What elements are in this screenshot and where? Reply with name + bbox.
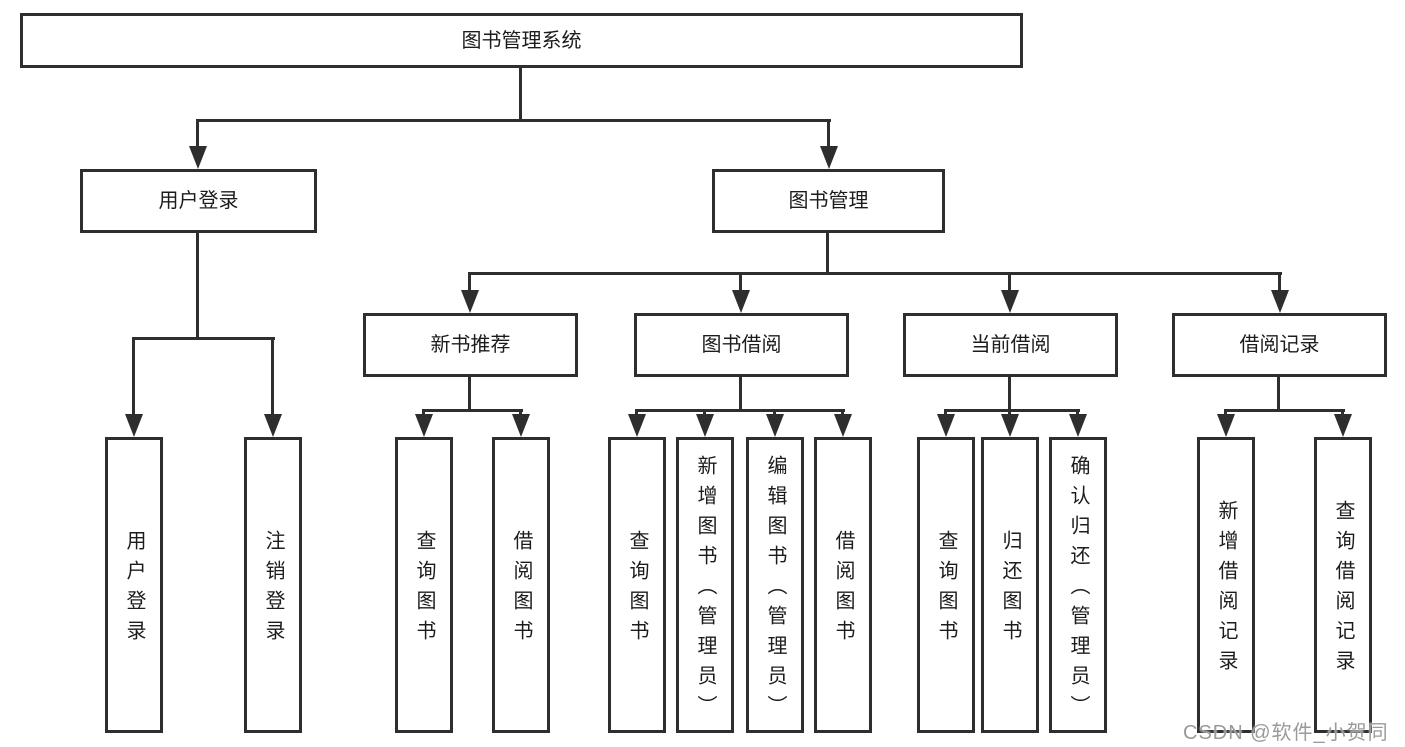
node-library-management-system: 图书管理系统 (20, 13, 1023, 68)
node-borrow-borrow-book: 借阅图书 (814, 437, 872, 733)
node-book-management: 图书管理 (712, 169, 945, 233)
connector-arrow (773, 409, 776, 414)
connector-line (1008, 377, 1011, 409)
node-user-login: 用户登录 (80, 169, 317, 233)
connector-line (945, 409, 1080, 412)
connector-arrow (739, 272, 742, 290)
node-new-book-recommend: 新书推荐 (363, 313, 578, 377)
connector-arrow (1341, 409, 1344, 414)
connector-line (636, 409, 845, 412)
node-borrow-record: 借阅记录 (1172, 313, 1387, 377)
node-current-borrow: 当前借阅 (903, 313, 1118, 377)
connector-arrow (1278, 272, 1281, 290)
connector-arrow (271, 337, 274, 414)
node-book-borrow: 图书借阅 (634, 313, 849, 377)
connector-arrow (1224, 409, 1227, 414)
connector-arrow (1008, 409, 1011, 414)
connector-arrow (132, 337, 135, 414)
connector-line (196, 233, 199, 337)
node-current-confirm-return-admin: 确认归还（管理员） (1049, 437, 1107, 733)
connector-line (826, 233, 829, 272)
connector-line (197, 119, 831, 122)
connector-line (519, 68, 522, 119)
node-borrow-add-book-admin: 新增图书（管理员） (676, 437, 734, 733)
watermark: CSDN @软件_小贺同学 (1183, 722, 1389, 744)
connector-arrow (519, 409, 522, 414)
node-logout: 注销登录 (244, 437, 302, 733)
connector-line (1277, 377, 1280, 409)
node-record-add-record: 新增借阅记录 (1197, 437, 1255, 733)
connector-arrow (422, 409, 425, 414)
connector-line (739, 377, 742, 409)
node-login: 用户登录 (105, 437, 163, 733)
node-borrow-query-book: 查询图书 (608, 437, 666, 733)
node-current-query-book: 查询图书 (917, 437, 975, 733)
node-record-query-record: 查询借阅记录 (1314, 437, 1372, 733)
connector-line (1225, 409, 1345, 412)
node-recommend-query-book: 查询图书 (395, 437, 453, 733)
connector-arrow (1008, 272, 1011, 290)
connector-line (132, 337, 275, 340)
connector-arrow (635, 409, 638, 414)
connector-arrow (196, 119, 199, 146)
node-recommend-borrow-book: 借阅图书 (492, 437, 550, 733)
connector-arrow (944, 409, 947, 414)
connector-arrow (841, 409, 844, 414)
connector-arrow (468, 272, 471, 290)
connector-line (469, 272, 1282, 275)
connector-arrow (703, 409, 706, 414)
node-current-return-book: 归还图书 (981, 437, 1039, 733)
connector-arrow (827, 119, 830, 146)
connector-line (468, 377, 471, 409)
connector-line (423, 409, 523, 412)
connector-arrow (1076, 409, 1079, 414)
node-borrow-edit-book-admin: 编辑图书（管理员） (746, 437, 804, 733)
